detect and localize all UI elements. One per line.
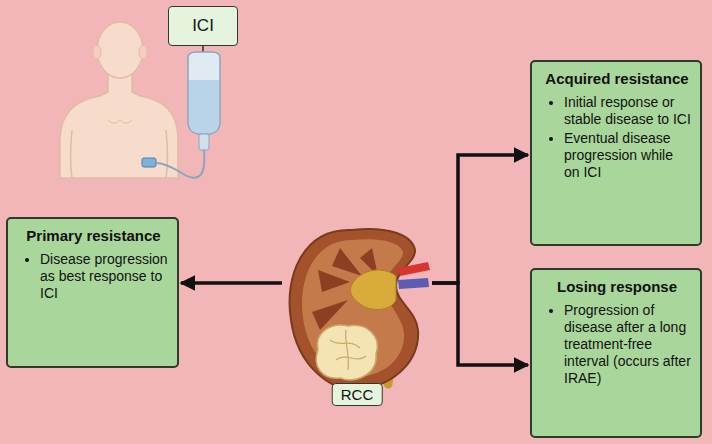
bullet-list: Progression of disease after a long trea…: [542, 302, 692, 387]
organ-label: RCC: [282, 225, 432, 406]
label-text: RCC: [332, 383, 383, 406]
drug-label: ICI: [168, 6, 238, 46]
bullet-text: Disease progression as best response to …: [40, 251, 169, 302]
box-heading: Losing response: [542, 278, 692, 296]
flow-arrow: [181, 281, 282, 285]
bullet-text: Eventual disease progression while on IC…: [564, 130, 692, 181]
outcome-box: Losing responseProgression of disease af…: [530, 268, 702, 438]
box-heading: Acquired resistance: [542, 70, 692, 88]
bullet-text: Progression of disease after a long trea…: [564, 302, 692, 387]
flow-arrow: [432, 155, 528, 283]
kidney-illustration: [290, 229, 430, 390]
bullet-list: Initial response or stable disease to IC…: [542, 94, 692, 181]
bullet-text: Initial response or stable disease to IC…: [564, 94, 692, 128]
label-text: ICI: [192, 16, 214, 36]
patient-figure: [60, 22, 178, 178]
flow-arrow: [432, 283, 528, 365]
outcome-box: Primary resistanceDisease progression as…: [6, 217, 179, 368]
bullet-list: Disease progression as best response to …: [18, 251, 169, 302]
iv-bag: [156, 46, 220, 178]
box-heading: Primary resistance: [18, 227, 169, 245]
outcome-box: Acquired resistanceInitial response or s…: [530, 60, 702, 246]
